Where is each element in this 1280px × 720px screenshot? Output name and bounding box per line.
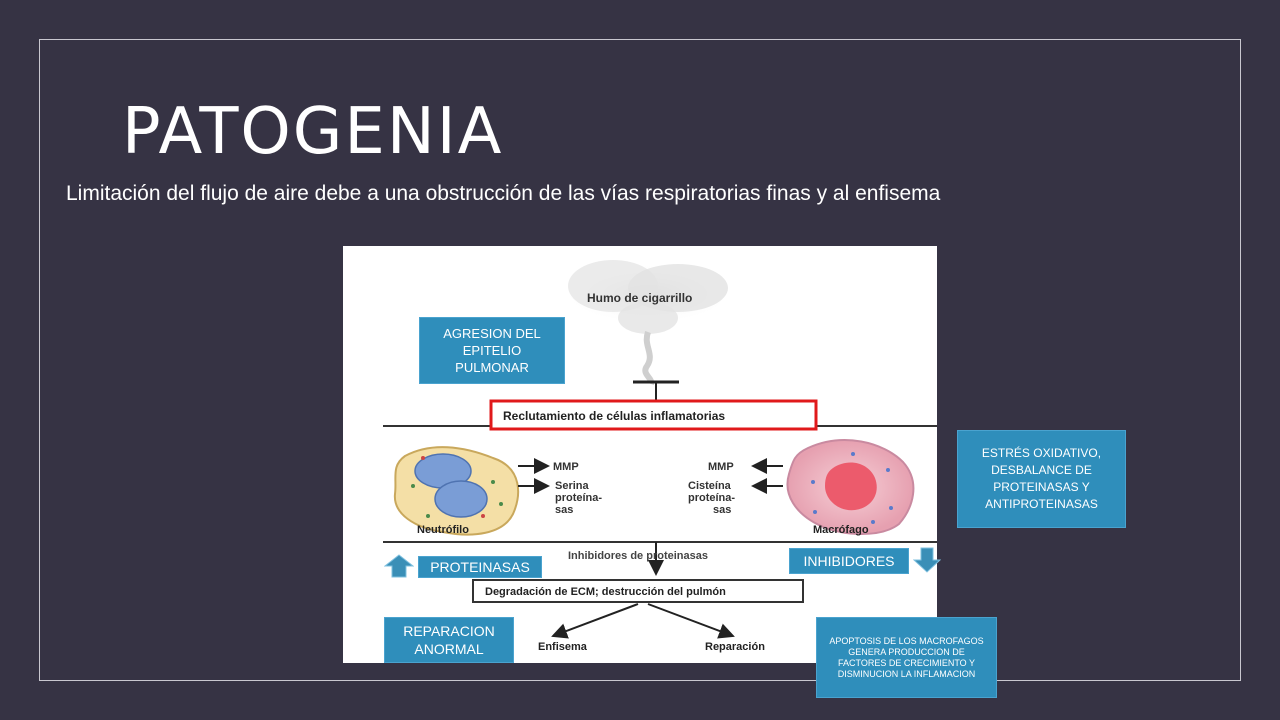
arrow-up-icon	[384, 554, 414, 578]
callout-apoptosis: APOPTOSIS DE LOS MACROFAGOS GENERA PRODU…	[816, 617, 997, 698]
recruitment-label: Reclutamiento de células inflamatorias	[503, 409, 725, 423]
left-protease-2: proteína-	[555, 492, 602, 504]
branch-left-arrow	[551, 603, 639, 639]
slide-title: PATOGENIA	[122, 95, 504, 169]
right-protease-2: proteína-	[688, 492, 735, 504]
callout-epithelium-text: AGRESION DEL EPITELIO PULMONAR	[443, 326, 541, 375]
emphysema-label: Enfisema	[538, 641, 588, 653]
callout-proteinases: PROTEINASAS	[418, 556, 542, 578]
left-protease-1: Serina	[555, 480, 590, 492]
macrophage-cell	[786, 439, 915, 535]
callout-abnormal-repair-text: REPARACION ANORMAL	[403, 623, 495, 657]
right-mmp-label: MMP	[708, 461, 734, 473]
arrow-down-icon	[913, 547, 941, 573]
branch-right-arrow	[647, 603, 735, 639]
smoke-cloud	[563, 260, 733, 385]
neutrophil-cell	[393, 446, 520, 536]
callout-inhibitors-text: INHIBIDORES	[803, 553, 895, 569]
degradation-box	[472, 579, 804, 603]
recruitment-highlight	[489, 399, 818, 431]
callout-oxidative-text: ESTRÉS OXIDATIVO, DESBALANCE DE PROTEINA…	[981, 446, 1102, 511]
neutrophil-label: Neutrófilo	[417, 524, 469, 536]
left-protease-3: sas	[555, 504, 573, 516]
macrophage-label: Macrófago	[813, 524, 869, 536]
callout-oxidative-stress: ESTRÉS OXIDATIVO, DESBALANCE DE PROTEINA…	[957, 430, 1126, 528]
right-protease-1: Cisteína	[688, 480, 732, 492]
callout-epithelium: AGRESION DEL EPITELIO PULMONAR	[419, 317, 565, 384]
callout-inhibitors: INHIBIDORES	[789, 548, 909, 574]
callout-apoptosis-text: APOPTOSIS DE LOS MACROFAGOS GENERA PRODU…	[829, 635, 984, 679]
repair-label: Reparación	[705, 641, 765, 653]
pathogenesis-figure: Humo de cigarrillo Reclutamiento de célu…	[343, 246, 937, 663]
right-protease-3: sas	[713, 504, 731, 516]
inhibitors-label: Inhibidores de proteinasas	[568, 550, 708, 562]
callout-proteinases-text: PROTEINASAS	[430, 559, 530, 575]
smoke-label: Humo de cigarrillo	[587, 291, 692, 305]
left-mmp-label: MMP	[553, 461, 579, 473]
callout-abnormal-repair: REPARACION ANORMAL	[384, 617, 514, 663]
slide-subtitle: Limitación del flujo de aire debe a una …	[66, 182, 941, 205]
pathogenesis-diagram: Humo de cigarrillo Reclutamiento de célu…	[383, 260, 937, 653]
degradation-label: Degradación de ECM; destrucción del pulm…	[485, 586, 726, 598]
slide-frame	[39, 39, 1241, 681]
